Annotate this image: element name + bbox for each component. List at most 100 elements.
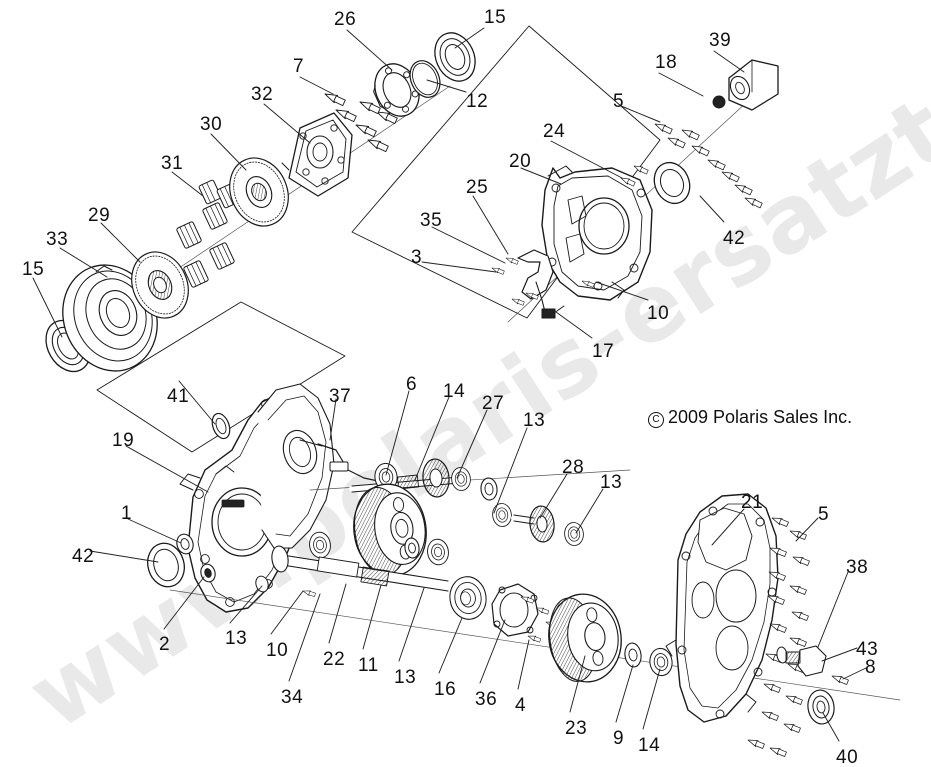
- part-22-gear-cluster: [353, 483, 427, 577]
- assembly-upper-right: [490, 59, 779, 323]
- callout-number-9: 9: [613, 728, 625, 749]
- callout-number-39: 39: [709, 30, 732, 51]
- leader-line-10: [595, 281, 649, 301]
- leader-lines: [32, 27, 867, 742]
- part-14-bearing: [647, 646, 675, 678]
- part-10-dowel-lower: [301, 588, 317, 598]
- callout-number-22: 22: [323, 649, 346, 670]
- leader-line-13: [398, 587, 425, 662]
- leader-line-4: [517, 639, 530, 690]
- leader-line-3: [421, 261, 497, 273]
- callout-number-13: 13: [523, 410, 546, 431]
- part-14-gear: [422, 458, 450, 498]
- part-21-cover: [665, 493, 779, 723]
- leader-line-13: [575, 488, 604, 534]
- leader-line-25: [472, 195, 509, 255]
- part-18-collar: [712, 95, 726, 109]
- leader-line-32: [263, 103, 311, 144]
- callout-number-13: 13: [394, 667, 417, 688]
- leader-line-30: [210, 133, 247, 171]
- assembly-output-shaft: [169, 483, 901, 701]
- part-13-washer-a: [480, 477, 498, 501]
- callout-number-28: 28: [562, 457, 585, 478]
- leader-line-6: [385, 390, 410, 476]
- callout-number-19: 19: [112, 430, 135, 451]
- part-13-bearing-d: [425, 537, 451, 567]
- callout-number-43: 43: [856, 639, 879, 660]
- leader-line-31: [171, 171, 204, 197]
- callout-number-13: 13: [600, 472, 623, 493]
- part-13-bearing-c: [563, 521, 585, 547]
- part-11-output-shaft: [271, 545, 453, 592]
- leader-line-22: [328, 583, 347, 644]
- callout-number-34: 34: [281, 687, 304, 708]
- leader-line-14: [414, 396, 450, 481]
- leader-line-34: [288, 593, 321, 682]
- part-15-bearing-b: [434, 32, 476, 82]
- leader-line-41: [178, 380, 216, 425]
- part-32-carrier: [281, 112, 353, 197]
- callout-number-6: 6: [406, 374, 418, 395]
- callout-number-27: 27: [482, 393, 505, 414]
- leader-line-11: [362, 584, 382, 650]
- callout-number-37: 37: [329, 386, 352, 407]
- leader-line-29: [100, 222, 141, 263]
- leader-line-36: [479, 619, 506, 684]
- part-23-large-gear: [548, 593, 622, 683]
- part-34-bearing: [307, 530, 333, 560]
- callout-number-5: 5: [613, 91, 625, 112]
- leader-line-19: [125, 445, 209, 493]
- part-2-nut: [200, 563, 216, 583]
- callout-number-17: 17: [592, 341, 615, 362]
- callout-number-16: 16: [434, 679, 457, 700]
- callout-number-20: 20: [509, 151, 532, 172]
- leader-line-13: [229, 585, 263, 624]
- part-19-case-web: [257, 383, 335, 549]
- leader-line-24: [550, 140, 623, 179]
- leader-line-15: [454, 27, 485, 49]
- leader-line-18: [658, 72, 704, 97]
- leader-line-10: [270, 590, 304, 635]
- part-31-roller-bearings: [176, 179, 240, 288]
- leader-line-12: [426, 79, 467, 93]
- callout-number-10: 10: [266, 640, 289, 661]
- leader-line-7: [299, 76, 334, 95]
- leader-line-8: [842, 667, 867, 680]
- callout-number-42: 42: [723, 228, 746, 249]
- leader-line-21: [711, 508, 745, 546]
- callout-number-29: 29: [88, 205, 111, 226]
- part-41-seal: [211, 412, 231, 440]
- part-39-cylinder: [728, 59, 779, 111]
- callout-number-36: 36: [475, 689, 498, 710]
- part-27-bearing: [450, 466, 472, 492]
- part-26-flange: [373, 63, 420, 117]
- group-box-left: [96, 301, 346, 453]
- callout-number-5: 5: [818, 504, 830, 525]
- callout-number-13: 13: [225, 628, 248, 649]
- part-12-ring: [409, 60, 441, 98]
- callout-number-15: 15: [22, 259, 45, 280]
- callout-number-11: 11: [358, 655, 379, 676]
- callout-number-18: 18: [655, 52, 678, 73]
- leader-line-9: [615, 664, 634, 723]
- leader-line-40: [822, 712, 840, 742]
- assembly-upper-shaft: [299, 439, 631, 547]
- part-25-shift-fork: [517, 249, 554, 317]
- leader-line-1: [127, 518, 182, 544]
- leader-line-20: [520, 167, 562, 185]
- callout-number-40: 40: [836, 747, 859, 767]
- leader-line-39: [713, 50, 745, 73]
- callout-number-2: 2: [159, 634, 171, 655]
- part-42-seal-lower: [147, 542, 185, 588]
- callout-number-14: 14: [638, 735, 661, 756]
- leader-line-33: [59, 247, 108, 278]
- leader-line-23: [569, 655, 586, 713]
- leader-line-38: [817, 571, 849, 648]
- leader-line-16: [438, 617, 463, 674]
- leader-line-13: [493, 427, 528, 514]
- shaft-spline-a: [396, 474, 420, 490]
- callout-number-1: 1: [121, 503, 133, 524]
- callout-number-3: 3: [411, 247, 423, 268]
